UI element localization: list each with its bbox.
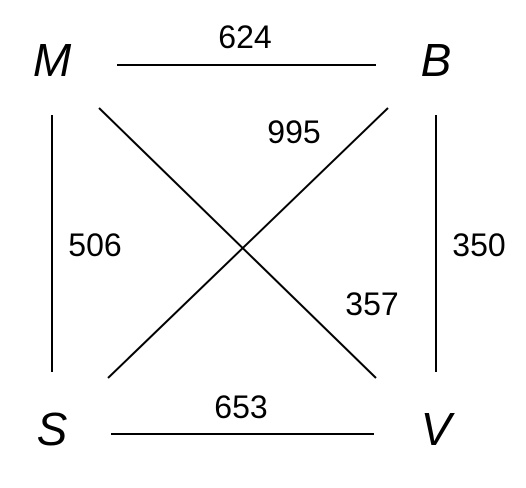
node-label-v: V <box>421 403 456 455</box>
node-label-b: B <box>421 34 452 86</box>
node-label-m: M <box>33 34 72 86</box>
edge-weight-b-v: 350 <box>452 227 505 263</box>
edge-weight-m-s: 506 <box>68 227 121 263</box>
edge-weight-m-b: 624 <box>218 19 271 55</box>
node-label-s: S <box>37 403 68 455</box>
edge-s-b <box>107 107 389 379</box>
edge-weight-s-v: 653 <box>214 389 267 425</box>
edge-weight-m-v: 357 <box>345 286 398 322</box>
edge-weight-s-b: 995 <box>267 114 320 150</box>
edge-m-v <box>98 107 377 379</box>
